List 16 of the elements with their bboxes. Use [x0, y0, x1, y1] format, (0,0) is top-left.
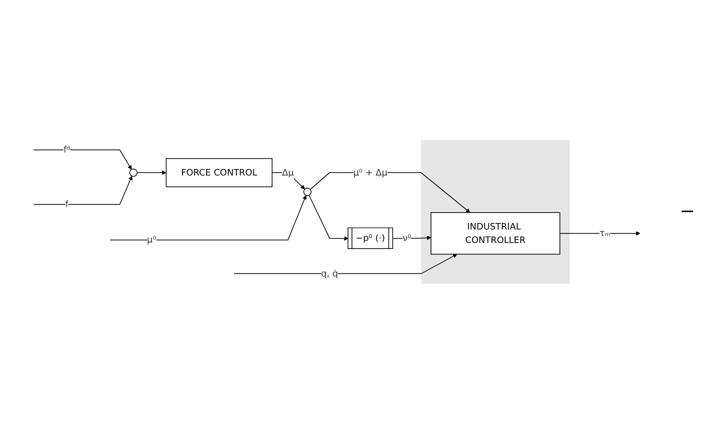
node-box: INDUSTRIAL CONTROLLER [430, 212, 560, 254]
edge-label: μ⁰ + Δμ [353, 166, 388, 179]
node-box: FORCE CONTROL [166, 158, 272, 187]
edge-label: q, q̇ [321, 266, 338, 280]
edge-label: μ⁰ [147, 232, 156, 246]
arrow [136, 170, 166, 174]
arrow [110, 194, 307, 240]
arrow [559, 230, 640, 236]
arrow [308, 194, 348, 240]
arrow [234, 254, 458, 274]
node-circle [303, 187, 312, 196]
cluster [421, 140, 570, 284]
arrow [33, 176, 132, 204]
arrow [33, 149, 132, 170]
node-circle [129, 168, 138, 176]
sign-label: − [680, 201, 695, 222]
